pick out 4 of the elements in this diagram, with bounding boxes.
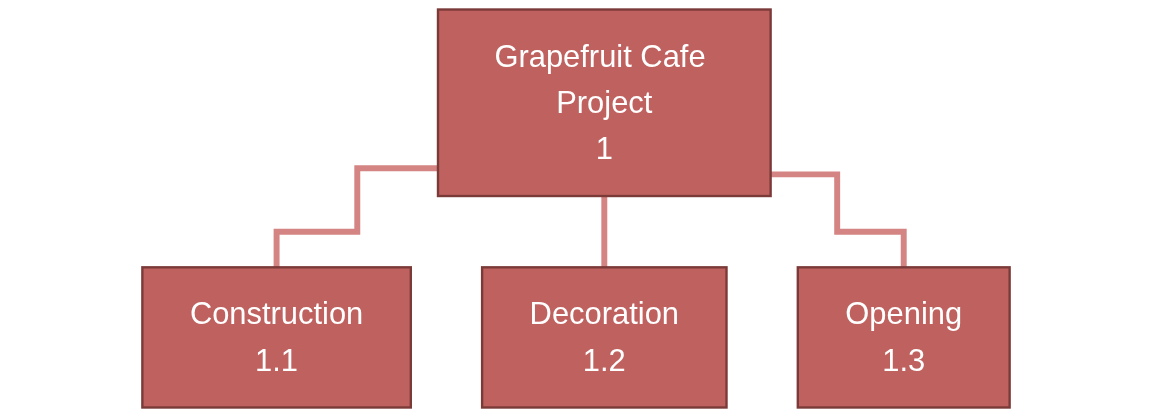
node-box: Opening 1.3: [796, 266, 1011, 409]
node-box: Grapefruit Cafe Project 1: [436, 8, 772, 198]
node-box: Decoration 1.2: [480, 266, 728, 409]
node-box: Construction 1.1: [141, 266, 412, 409]
